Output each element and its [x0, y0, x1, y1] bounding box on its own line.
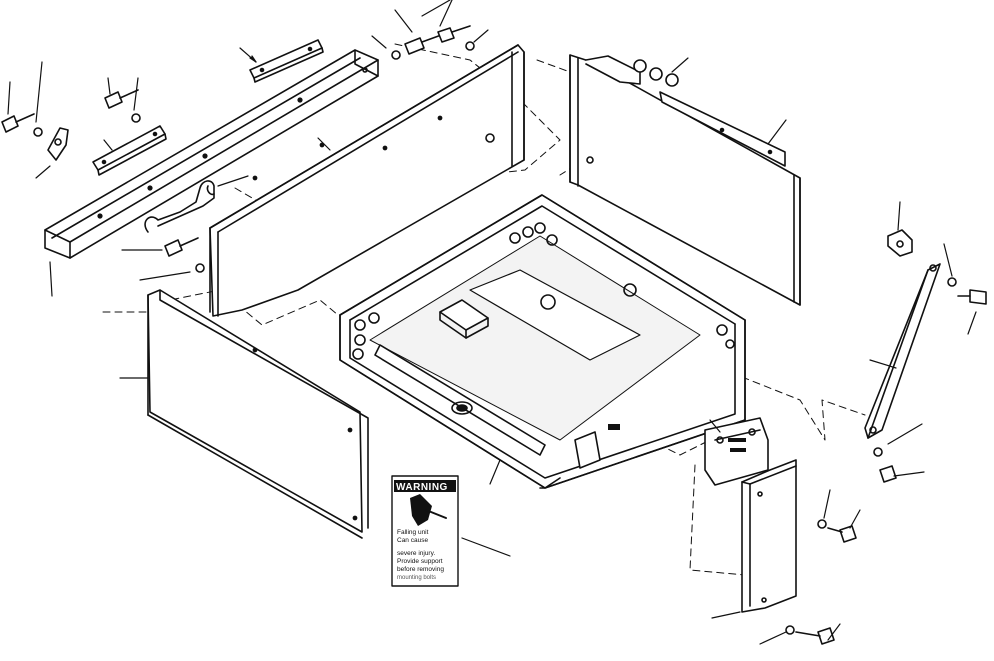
front-cover-plate: [741, 459, 797, 613]
decal-line-4: Provide support: [397, 558, 443, 565]
short-strap-top: [249, 39, 324, 83]
back-panel: [209, 44, 525, 317]
decal-line-6: mounting bolts: [397, 575, 437, 581]
callout-leader-lines: [7, 0, 977, 645]
hardware-fasteners: [1, 25, 987, 645]
rail-clip: [47, 127, 69, 161]
decal-line-2: Can cause: [397, 537, 429, 544]
decal-line-1: Falling unit: [397, 529, 429, 536]
angle-rail: [44, 49, 379, 259]
left-side-panel: [147, 289, 369, 539]
decal-line-5: before removing: [397, 566, 444, 573]
decal-line-3: severe injury.: [397, 550, 436, 557]
hold-down-hook: [144, 180, 215, 233]
right-side-panel: [569, 54, 801, 306]
warning-decal: [391, 475, 459, 587]
decal-heading: WARNING: [396, 482, 448, 493]
support-brace: [864, 229, 941, 439]
battery-tray: [339, 194, 746, 489]
short-strap-left: [92, 125, 167, 176]
